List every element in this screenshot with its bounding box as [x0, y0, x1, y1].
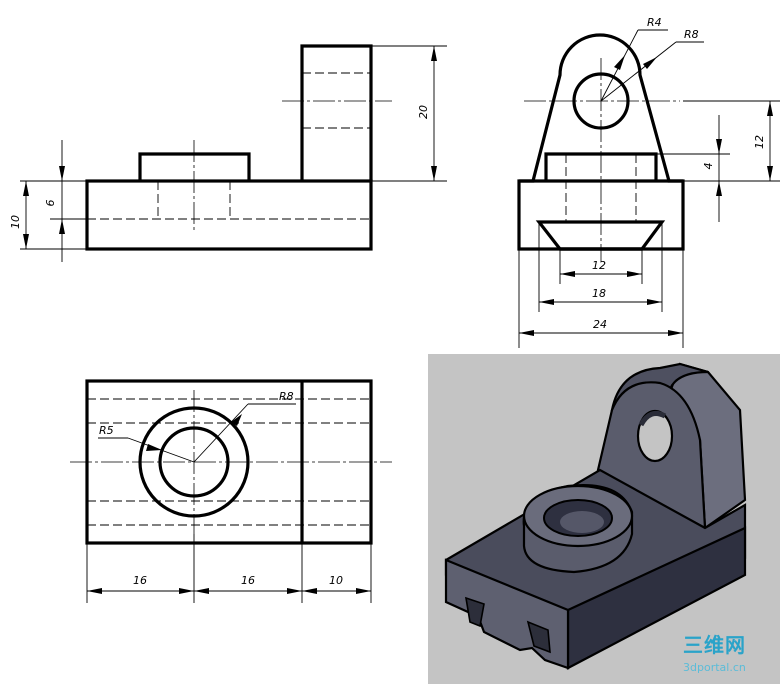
dim-arrow [647, 299, 662, 305]
dim-text-slot-bottom: 18 [592, 287, 606, 300]
dim-text-hole-height: 12 [753, 135, 766, 149]
front-upright-outline [300, 44, 373, 181]
isometric-render: 三维网 3dportal.cn [428, 354, 780, 684]
leader-r8 [600, 41, 677, 102]
dim-arrow [302, 588, 317, 594]
dim-arrow [431, 46, 437, 61]
leader-r8-arrow [643, 57, 657, 69]
side-slot-outline [535, 220, 666, 251]
front-view: 10 6 20 [9, 44, 447, 262]
base-slot-left [464, 596, 485, 628]
dim-arrow [356, 588, 371, 594]
dim-arrow [767, 101, 773, 116]
dim-arrow [668, 330, 683, 336]
dim-arrow [23, 181, 29, 196]
dim-arrow [539, 299, 554, 305]
dim-arrow [179, 588, 194, 594]
dim-arrow [627, 271, 642, 277]
leader-r4-arrow [614, 55, 625, 70]
radius-label-boss: R8 [279, 390, 294, 403]
base-slot-right [526, 620, 551, 654]
dim-text-height-base: 6 [44, 200, 57, 207]
side-view: R4 R8 12 4 12 18 24 [517, 16, 780, 348]
radius-label-outer: R8 [684, 28, 699, 41]
dim-arrow [87, 588, 102, 594]
dim-arrow [59, 219, 65, 234]
radius-label-hole: R4 [647, 16, 662, 29]
dim-arrow [287, 588, 302, 594]
upright-hole-inner [638, 411, 667, 427]
leader-r8-top [193, 403, 249, 463]
boss-hole-depth [560, 511, 604, 533]
front-base-outline [85, 179, 373, 251]
dim-arrow [716, 181, 722, 196]
dim-arrow [59, 166, 65, 181]
side-outline [517, 33, 685, 251]
dim-text-right: 10 [329, 574, 343, 587]
dim-text-left: 16 [133, 574, 147, 587]
watermark-url: 3dportal.cn [683, 661, 746, 674]
radius-label-hole-top: R5 [99, 424, 114, 437]
dim-text-slot-top: 12 [592, 259, 606, 272]
dim-arrow [560, 271, 575, 277]
leader-arrow [146, 444, 162, 451]
watermark-brand: 三维网 [683, 633, 746, 657]
dim-text-boss-height: 4 [702, 163, 715, 170]
dim-arrow [519, 330, 534, 336]
dim-arrow [194, 588, 209, 594]
top-view: R8 R5 16 16 10 [70, 379, 392, 603]
dim-text-middle: 16 [241, 574, 255, 587]
dim-arrow [431, 166, 437, 181]
dim-text-upright-height: 20 [417, 105, 430, 119]
dim-arrow [23, 234, 29, 249]
dim-arrow [767, 166, 773, 181]
dim-text-height-total: 10 [9, 215, 22, 229]
dim-arrow [716, 139, 722, 154]
leader-arrow [231, 414, 242, 426]
dim-text-width: 24 [593, 318, 607, 331]
front-boss-outline [138, 152, 251, 181]
